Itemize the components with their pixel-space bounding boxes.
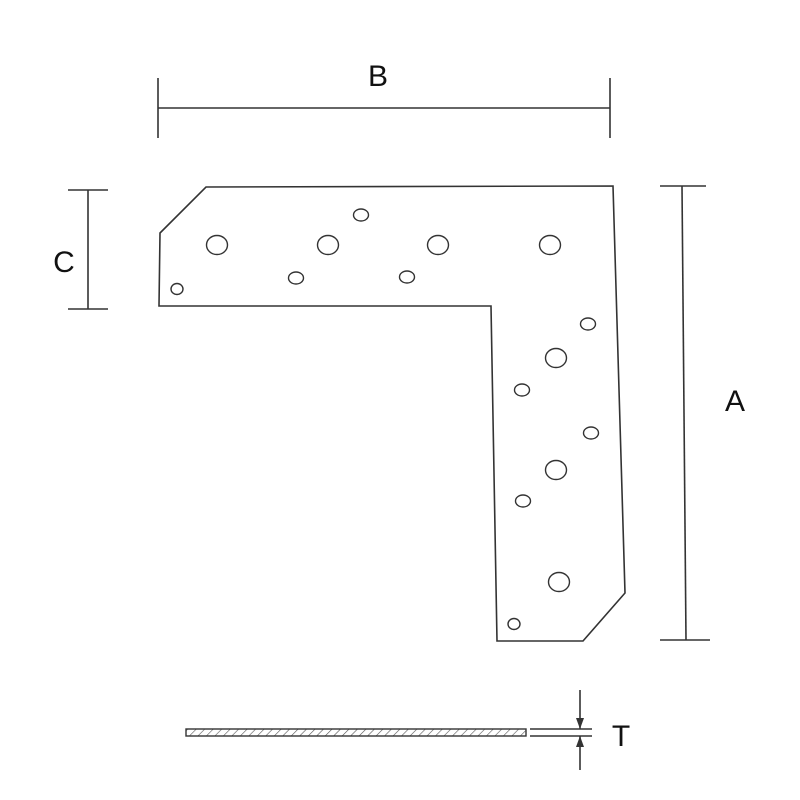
hole-small [513, 383, 531, 397]
hole-small [287, 271, 305, 285]
hole-small [582, 426, 600, 440]
hole-large [538, 234, 562, 256]
hole-small [514, 494, 532, 508]
hole-small [170, 282, 184, 296]
small-holes [170, 208, 600, 631]
dimension-t-arrow-top [576, 718, 584, 729]
plate-side-section [185, 728, 527, 737]
large-holes [205, 234, 571, 593]
hole-large [544, 459, 568, 481]
hole-small [579, 317, 597, 331]
dimension-c-label: C [53, 246, 75, 279]
hole-large [205, 234, 229, 256]
hole-large [544, 347, 568, 369]
dimension-t-label: T [612, 720, 630, 753]
dimension-t: T [530, 690, 630, 770]
hole-small [398, 270, 416, 284]
dimension-a-label: A [725, 385, 745, 418]
side-view [185, 728, 527, 737]
l-plate-outline [158, 185, 626, 642]
dimension-c: C [53, 189, 108, 310]
hole-large [547, 571, 571, 593]
dimension-a-line [681, 185, 687, 641]
dimension-t-arrow-bottom [576, 736, 584, 747]
dimension-a: A [660, 185, 745, 641]
hole-small [507, 617, 521, 631]
dimension-b-label: B [368, 60, 388, 93]
hole-large [426, 234, 450, 256]
dimension-b: B [157, 60, 611, 138]
hole-small [352, 208, 370, 222]
hole-large [316, 234, 340, 256]
